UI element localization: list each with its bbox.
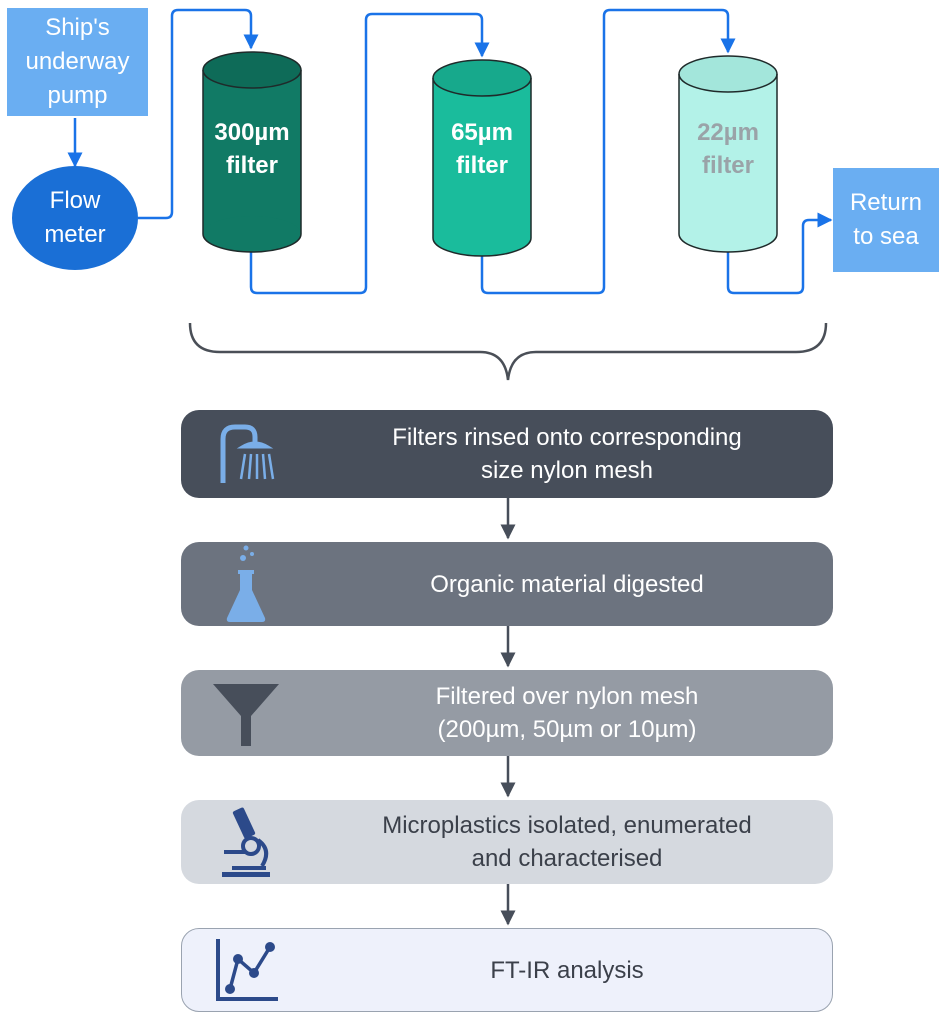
filter-1-size: 300µm	[214, 119, 290, 146]
step-digest-text: Organic material digested	[301, 568, 833, 601]
pump-node: Ship's underway pump	[7, 8, 148, 116]
filter-2-size: 65µm	[451, 119, 513, 146]
arrow-filter1-to-filter2	[249, 12, 490, 295]
step-digest-line-1: Organic material digested	[430, 570, 704, 598]
step-filter-line-2: (200µm, 50µm or 10µm)	[437, 716, 697, 743]
step-isolate-line-2: and characterised	[471, 845, 663, 872]
step-filter: Filtered over nylon mesh (200µm, 50µm or…	[181, 670, 833, 756]
step-isolate-text: Microplastics isolated, enumerated and c…	[301, 809, 833, 875]
step-ftir-text: FT-IR analysis	[302, 954, 832, 987]
pump-label-line-1: Ship's	[45, 14, 110, 41]
shower-icon	[211, 410, 281, 498]
pump-label-line-2: underway	[25, 48, 130, 75]
return-label-line-1: Return	[849, 189, 923, 216]
pump-label-line-3: pump	[47, 82, 108, 109]
filter-3-size: 22µm	[697, 119, 759, 146]
line-chart-icon	[212, 929, 282, 1011]
filter-cylinder-1	[202, 51, 302, 253]
step-rinse: Filters rinsed onto corresponding size n…	[181, 410, 833, 498]
arrow-meter-to-filter1	[138, 8, 259, 220]
return-node: Return to sea	[833, 168, 939, 272]
filter-1-word: filter	[225, 152, 278, 179]
flow-meter-label-line-1: Flow	[49, 187, 101, 214]
arrow-filter2-to-filter3	[480, 8, 736, 295]
filter-3-word: filter	[701, 152, 754, 179]
filter-1-label: 300µm filter	[202, 116, 302, 182]
step-rinse-line-2: size nylon mesh	[480, 457, 654, 484]
arrow-filter3-to-return	[726, 212, 833, 295]
grouping-brace	[188, 322, 828, 381]
microscope-icon	[211, 800, 281, 884]
filter-2-word: filter	[455, 152, 508, 179]
step-digest: Organic material digested	[181, 542, 833, 626]
step-filter-line-1: Filtered over nylon mesh	[435, 683, 699, 710]
flow-meter-label: Flow meter	[12, 166, 138, 270]
filter-cylinder-2	[432, 59, 532, 257]
flow-meter-node	[12, 166, 138, 270]
flow-meter-label-line-2: meter	[44, 221, 106, 248]
filter-3-label: 22µm filter	[678, 116, 778, 182]
filter-2-label: 65µm filter	[432, 116, 532, 182]
step-rinse-text: Filters rinsed onto corresponding size n…	[301, 421, 833, 487]
step-isolate: Microplastics isolated, enumerated and c…	[181, 800, 833, 884]
flask-icon	[211, 542, 281, 626]
step-rinse-line-1: Filters rinsed onto corresponding	[392, 424, 742, 451]
return-label-line-2: to sea	[853, 223, 919, 250]
funnel-icon	[211, 670, 281, 756]
filter-cylinder-3	[678, 55, 778, 253]
step-isolate-line-1: Microplastics isolated, enumerated	[382, 812, 752, 839]
step-filter-text: Filtered over nylon mesh (200µm, 50µm or…	[301, 680, 833, 746]
step-ftir: FT-IR analysis	[181, 928, 833, 1012]
step-ftir-line-1: FT-IR analysis	[490, 956, 644, 984]
